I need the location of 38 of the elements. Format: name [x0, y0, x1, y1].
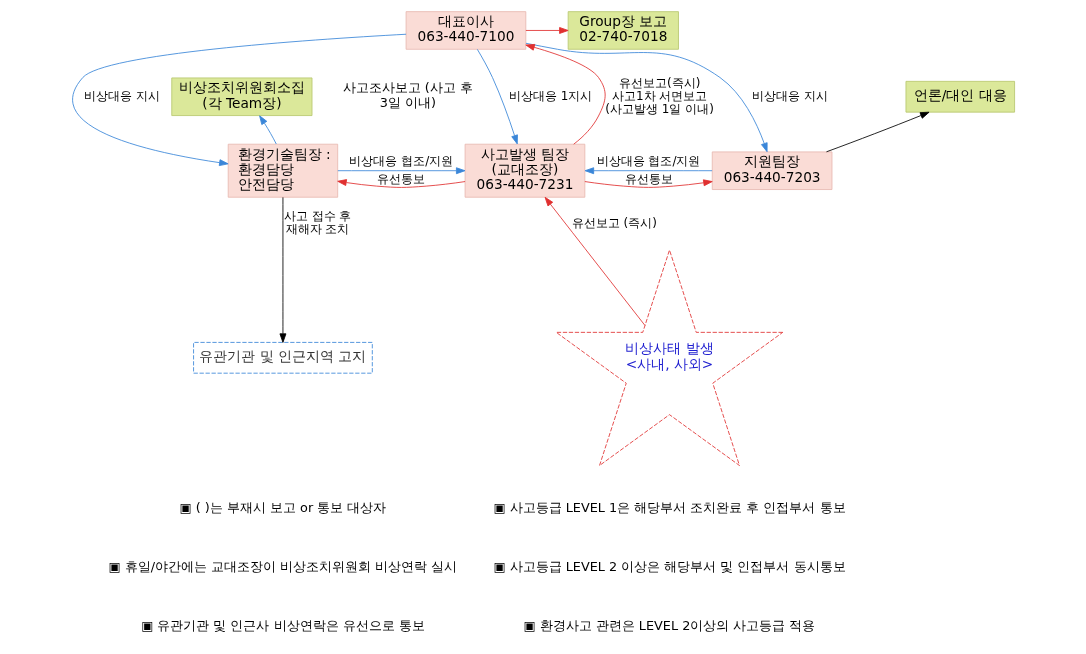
arrow: [825, 111, 929, 153]
arrow: [583, 179, 713, 188]
label: ▣ 사고등급 LEVEL 1은 해당부서 조치완료 후 인접부서 통보: [492, 499, 846, 515]
edge-label: 비상대응 협조/지원: [348, 153, 453, 168]
arrow: [524, 43, 606, 145]
edge-label: 유선통보: [624, 171, 673, 186]
arrow: [258, 115, 277, 145]
node-box: Group장 보고 02-740-7018: [567, 11, 679, 50]
node-box: 지원팀장 063-440-7203: [711, 151, 832, 190]
node-box: 유관기관 및 인근지역 고지: [192, 341, 373, 374]
arrow: [584, 167, 713, 175]
arrow: [524, 27, 569, 34]
arrow: [279, 196, 286, 343]
node-box: 대표이사 063-440-7100: [405, 11, 526, 50]
node-box: 언론/대인 대응: [905, 80, 1015, 113]
node-box: 비상조치위원회소집 (각 Team장): [170, 77, 312, 116]
arrow: [336, 179, 465, 188]
arrow: [525, 42, 768, 153]
label: ▣ ( )는 부재시 보고 or 통보 대상자: [179, 499, 386, 515]
label: ▣ 환경사고 관련은 LEVEL 2이상의 사고등급 적용: [523, 617, 815, 633]
label: ▣ 휴일/야간에는 교대조장이 비상조치위원회 비상연락 실시: [108, 558, 457, 574]
label: ▣ 유관기관 및 인근사 비상연락은 유선으로 통보: [140, 617, 425, 633]
arrow: [476, 48, 518, 145]
arrow: [71, 33, 406, 167]
edge-label: 유선통보: [376, 171, 425, 186]
arrow: [336, 167, 465, 175]
node-box: 사고발생 팀장 (교대조장) 063-440-7231: [464, 143, 585, 198]
label: ▣ 사고등급 LEVEL 2 이상은 해당부서 및 인접부서 동시통보: [492, 558, 846, 574]
label: 사고조사보고 (사고 후 3일 이내): [342, 80, 473, 110]
edge-label: 비상대응 협조/지원: [596, 153, 700, 168]
edge-label: 비상대응 지시: [751, 88, 828, 103]
edge-label: 비상대응 1지시: [508, 88, 592, 103]
edge-label: 사고 접수 후 재해자 조치: [283, 209, 351, 237]
edge-label: 비상대응 지시: [83, 88, 160, 103]
edge-label: 유선보고 (즉시): [571, 215, 657, 230]
arrow: [544, 196, 645, 326]
node-box: 환경기술팀장 : 환경담당 안전담당: [227, 143, 338, 198]
edge-label: 유선보고(즉시) 사고1차 서면보고 (사고발생 1일 이내): [604, 76, 714, 116]
